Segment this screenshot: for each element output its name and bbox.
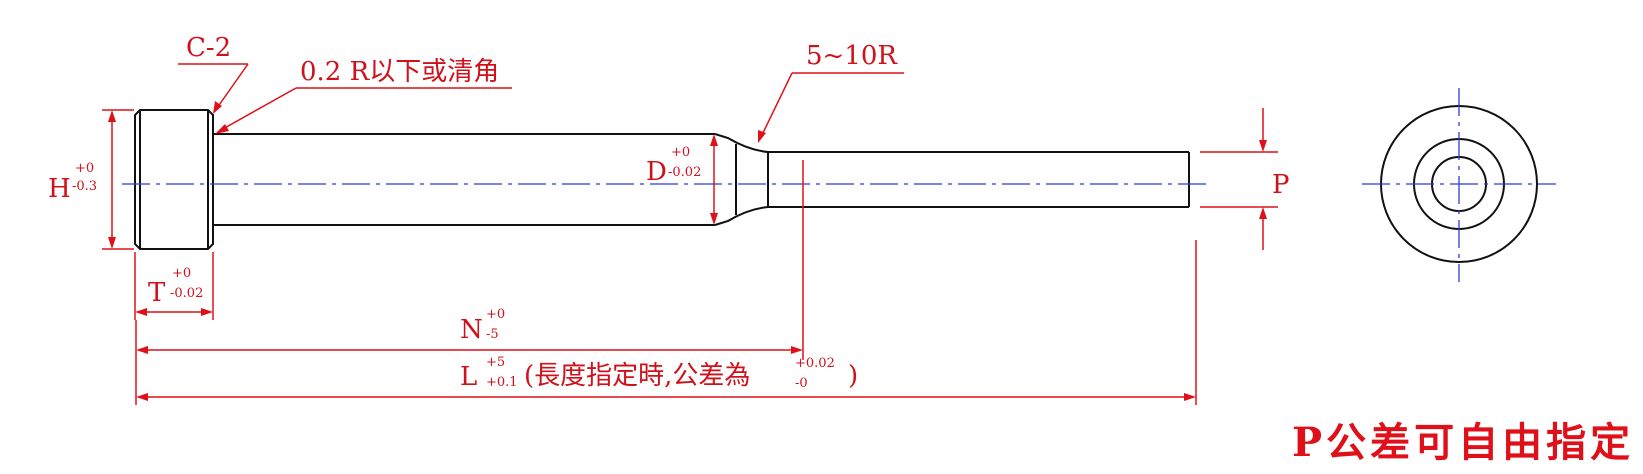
arrowhead <box>136 393 148 401</box>
l-note-close: ) <box>848 361 858 391</box>
head-dia-label: H <box>48 174 71 204</box>
pin-dia-label: P <box>1272 170 1290 200</box>
head-dia-tol-upper: +0 <box>75 161 94 176</box>
body-dia-label: D <box>646 157 667 187</box>
n-label: N <box>460 315 483 345</box>
dim-l-length: L +5 +0.1 (長度指定時,公差為 +0.02 -0 ) <box>136 240 1197 405</box>
head-thk-tol-lower: -0.02 <box>170 286 203 301</box>
neck-bottom <box>714 206 769 226</box>
dim-head-diameter: H +0 -0.3 <box>48 109 134 250</box>
arrowhead <box>1184 393 1196 401</box>
pin-outline <box>134 109 1190 250</box>
arrowhead <box>108 110 116 122</box>
dim-pin-diameter: P <box>1200 108 1290 250</box>
dim-n-length: N +0 -5 <box>135 160 804 405</box>
arrowhead <box>1259 140 1267 152</box>
neck-top <box>714 133 769 153</box>
n-tol-lower: -5 <box>486 327 499 342</box>
dim-body-diameter: D +0 -0.02 <box>646 134 718 225</box>
arrowhead <box>791 346 803 354</box>
chamfer-label: C-2 <box>186 33 231 63</box>
l-note-tol-lower: -0 <box>795 376 808 391</box>
l-note-tol-upper: +0.02 <box>795 356 835 371</box>
dim-head-thickness: T +0 -0.02 <box>134 252 214 320</box>
fillet-callout: 0.2 R以下或清角 <box>215 57 512 134</box>
arrowhead <box>215 124 229 134</box>
n-tol-upper: +0 <box>486 307 505 322</box>
p-tolerance-note: P公差可自由指定 <box>1292 419 1634 466</box>
leader-line <box>216 63 249 109</box>
neck-radius-callout: 5~10R <box>758 41 904 143</box>
arrowhead <box>135 308 147 316</box>
arrowhead <box>710 213 718 225</box>
leader-line <box>220 87 297 131</box>
arrowhead <box>758 130 766 143</box>
pin-head <box>134 109 214 250</box>
head-thk-label: T <box>148 278 166 308</box>
end-view <box>1362 88 1556 282</box>
arrowhead <box>213 101 222 114</box>
arrowhead <box>710 134 718 146</box>
body-dia-tol-upper: +0 <box>671 145 690 160</box>
l-note: (長度指定時,公差為 <box>524 361 750 391</box>
leader-line <box>760 72 793 138</box>
arrowhead <box>136 346 148 354</box>
arrowhead <box>201 308 213 316</box>
l-tol-upper: +5 <box>486 355 505 370</box>
arrowhead <box>1259 207 1267 219</box>
chamfer-callout: C-2 <box>178 33 249 114</box>
l-tol-lower: +0.1 <box>486 375 518 390</box>
body-dia-tol-lower: -0.02 <box>668 165 701 180</box>
head-dia-tol-lower: -0.3 <box>72 179 97 194</box>
neck-radius-label: 5~10R <box>806 41 898 71</box>
arrowhead <box>108 237 116 249</box>
head-thk-tol-upper: +0 <box>172 266 191 281</box>
fillet-label: 0.2 R以下或清角 <box>300 57 499 87</box>
l-label: L <box>460 362 477 392</box>
